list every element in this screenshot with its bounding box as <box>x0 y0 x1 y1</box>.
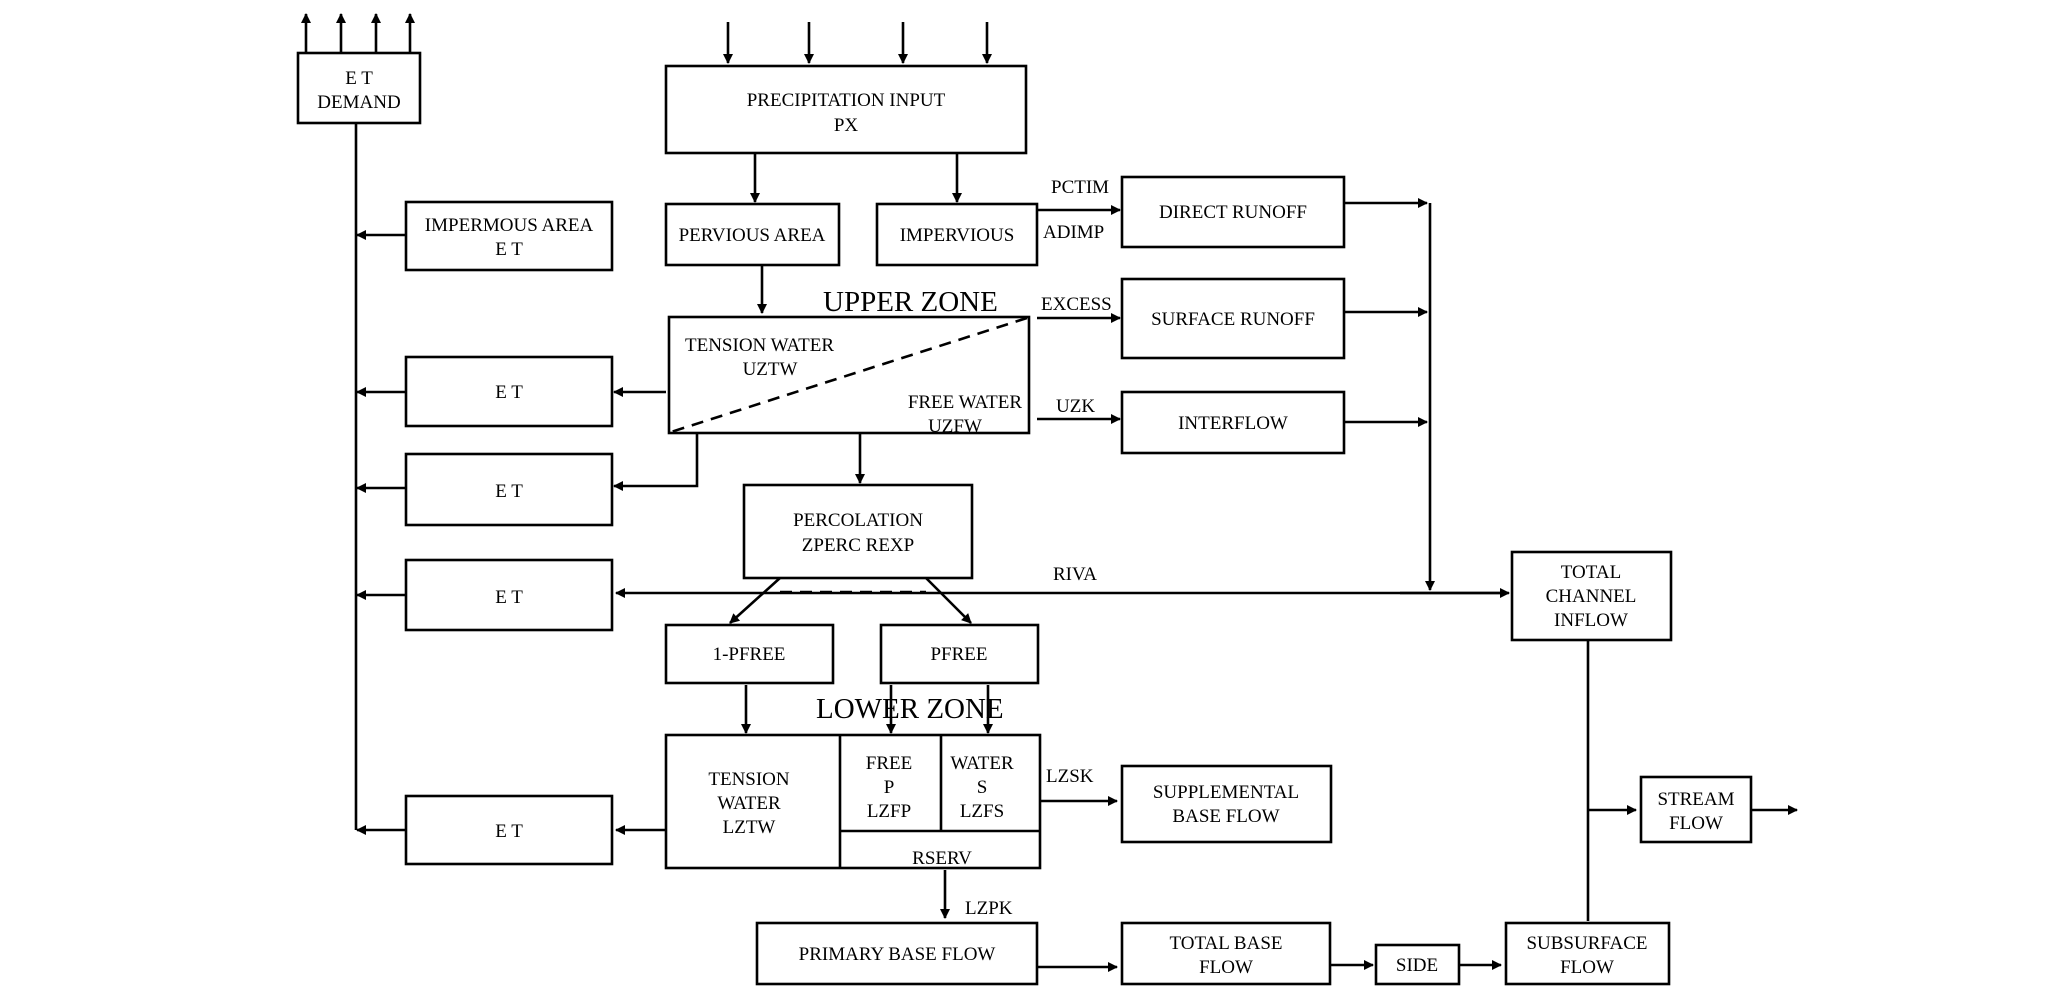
side-label: SIDE <box>1396 955 1438 976</box>
lower-zone-title: LOWER ZONE <box>816 693 1004 725</box>
primary-base-flow-label: PRIMARY BASE FLOW <box>799 944 996 965</box>
connectors <box>301 13 1798 972</box>
percolation-box: PERCOLATION ZPERC REXP <box>742 483 974 580</box>
et-demand-line-2: DEMAND <box>317 92 400 113</box>
uztw-line-1: TENSION WATER <box>685 335 834 356</box>
interflow-box: INTERFLOW <box>1120 390 1346 455</box>
pfree-label: PFREE <box>930 644 987 665</box>
et-demand-box: E T DEMAND <box>296 51 422 125</box>
total-base-flow-line-2: FLOW <box>1199 957 1253 978</box>
impervious-label: IMPERVIOUS <box>900 225 1015 246</box>
stream-flow-line-1: STREAM <box>1657 789 1734 810</box>
lzfp-line-3: LZFP <box>867 801 911 822</box>
interflow-label: INTERFLOW <box>1178 413 1288 434</box>
precipitation-line-2: PX <box>834 115 859 136</box>
et-box-4-label: E T <box>495 821 523 842</box>
lzfs-line-3: LZFS <box>960 801 1004 822</box>
lztw-line-1: TENSION <box>708 769 790 790</box>
lzpk-label: LZPK <box>965 898 1013 919</box>
precipitation-input-box: PRECIPITATION INPUT PX <box>664 64 1028 155</box>
percolation-line-2: ZPERC REXP <box>802 535 914 556</box>
lzfp-line-1: FREE <box>866 753 912 774</box>
uztw-line-2: UZTW <box>743 359 798 380</box>
primary-base-flow-box: PRIMARY BASE FLOW <box>755 921 1039 986</box>
riva-label: RIVA <box>1053 564 1097 585</box>
lztw-line-3: LZTW <box>723 817 776 838</box>
stream-flow-box: STREAM FLOW <box>1639 775 1753 844</box>
lztw-line-2: WATER <box>717 793 781 814</box>
direct-runoff-label: DIRECT RUNOFF <box>1159 202 1307 223</box>
subsurface-flow-line-1: SUBSURFACE <box>1526 933 1647 954</box>
supplemental-line-2: BASE FLOW <box>1172 806 1279 827</box>
adimp-label: ADIMP <box>1043 222 1104 243</box>
impervious-box: IMPERVIOUS <box>875 202 1039 267</box>
excess-label: EXCESS <box>1041 294 1112 315</box>
impermous-area-line-1: IMPERMOUS AREA <box>425 215 594 236</box>
et-box-1: E T <box>404 355 614 428</box>
rserv-label: RSERV <box>912 848 972 869</box>
percolation-line-1: PERCOLATION <box>793 510 923 531</box>
total-channel-line-3: INFLOW <box>1554 610 1628 631</box>
surface-runoff-label: SURFACE RUNOFF <box>1151 309 1315 330</box>
et-box-2-label: E T <box>495 481 523 502</box>
total-channel-line-1: TOTAL <box>1561 562 1621 583</box>
upper-zone-title: UPPER ZONE <box>823 286 998 318</box>
pctim-label: PCTIM <box>1051 177 1109 198</box>
pervious-area-box: PERVIOUS AREA <box>664 202 841 267</box>
et-box-4: E T <box>404 794 614 866</box>
direct-runoff-box: DIRECT RUNOFF <box>1120 175 1346 249</box>
et-box-3-label: E T <box>495 587 523 608</box>
lzfp-line-2: P <box>884 777 895 798</box>
one-minus-pfree-box: 1-PFREE <box>664 623 835 685</box>
total-base-flow-line-1: TOTAL BASE <box>1169 933 1282 954</box>
uzfw-line-1: FREE WATER <box>908 392 1023 413</box>
one-minus-pfree-label: 1-PFREE <box>713 644 786 665</box>
lower-zone-box: TENSION WATER LZTW FREE P LZFP WATER S L… <box>664 733 1042 870</box>
et-box-3: E T <box>404 558 614 632</box>
stream-flow-line-2: FLOW <box>1669 813 1723 834</box>
impermous-area-line-2: E T <box>495 239 523 260</box>
total-channel-inflow-box: TOTAL CHANNEL INFLOW <box>1510 550 1673 642</box>
lzfs-line-1: WATER <box>950 753 1014 774</box>
side-box: SIDE <box>1374 943 1461 986</box>
supplemental-line-1: SUPPLEMENTAL <box>1153 782 1299 803</box>
precipitation-line-1: PRECIPITATION INPUT <box>747 90 946 111</box>
pfree-box: PFREE <box>879 623 1040 685</box>
uzk-label: UZK <box>1056 396 1095 417</box>
et-box-2: E T <box>404 452 614 527</box>
lzfs-line-2: S <box>977 777 988 798</box>
subsurface-flow-line-2: FLOW <box>1560 957 1614 978</box>
et-box-1-label: E T <box>495 382 523 403</box>
impermous-area-et-box: IMPERMOUS AREA E T <box>404 200 614 272</box>
surface-runoff-box: SURFACE RUNOFF <box>1120 277 1346 360</box>
upper-zone-box: TENSION WATER UZTW FREE WATER UZFW <box>667 315 1031 437</box>
uzfw-line-2: UZFW <box>928 416 982 437</box>
total-channel-line-2: CHANNEL <box>1546 586 1637 607</box>
total-base-flow-box: TOTAL BASE FLOW <box>1120 921 1332 986</box>
lzsk-label: LZSK <box>1046 766 1094 787</box>
pervious-area-label: PERVIOUS AREA <box>679 225 826 246</box>
et-demand-line-1: E T <box>345 68 373 89</box>
subsurface-flow-box: SUBSURFACE FLOW <box>1504 921 1671 986</box>
supplemental-base-flow-box: SUPPLEMENTAL BASE FLOW <box>1120 764 1333 844</box>
